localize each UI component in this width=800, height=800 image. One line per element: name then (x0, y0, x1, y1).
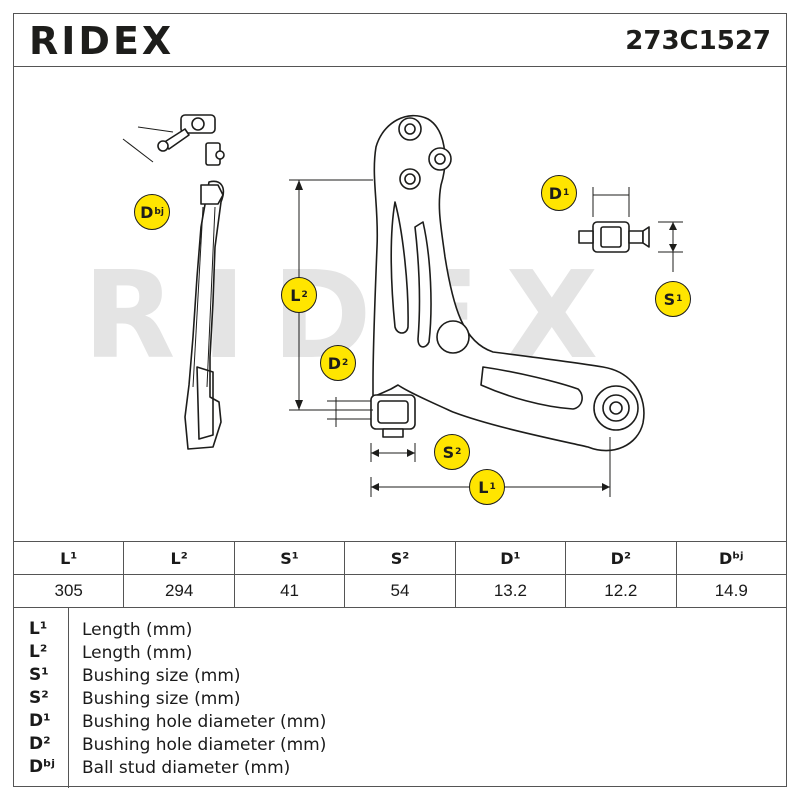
badge-d1-label: D (548, 183, 562, 203)
spec-sheet-frame (13, 13, 787, 787)
dimension-arrows (295, 180, 677, 491)
spec-value-l1: 305 (12, 574, 125, 608)
legend-item: D² Bushing hole diameter (mm) (13, 734, 773, 757)
bushing-detail (578, 221, 650, 253)
badge-l2-sup: 2 (301, 290, 308, 300)
badge-l2-label: L (290, 285, 301, 305)
legend: L¹ Length (mm) L² Length (mm) S¹ Bushing… (13, 607, 787, 788)
spec-header-s2: S² (344, 541, 456, 575)
spec-table: L¹ L² S¹ S² D¹ D² Dᵇʲ 305 294 41 54 13.2… (12, 541, 788, 608)
part-number: 273C1527 (625, 26, 771, 56)
ridex-logo: RIDEX (29, 19, 175, 63)
legend-item: Dᵇʲ Ball stud diameter (mm) (13, 757, 773, 780)
legend-item: S² Bushing size (mm) (13, 688, 773, 711)
legend-description: Bushing size (mm) (82, 689, 241, 709)
legend-description: Length (mm) (82, 620, 193, 640)
legend-symbol: S² (29, 688, 49, 708)
spec-header-d1: D¹ (454, 541, 567, 575)
spec-value-d1: 13.2 (454, 574, 567, 608)
badge-d2-label: D (327, 353, 341, 373)
legend-description: Ball stud diameter (mm) (82, 758, 291, 778)
spec-header-l2: L² (123, 541, 235, 575)
legend-symbol: S¹ (29, 665, 49, 685)
spec-value-d2: 12.2 (565, 574, 677, 608)
spec-value-s1: 41 (233, 574, 346, 608)
badge-d2-sup: 2 (342, 358, 349, 368)
technical-drawing: RIDEX (13, 67, 787, 541)
legend-item: D¹ Bushing hole diameter (mm) (13, 711, 773, 734)
legend-item: L² Length (mm) (13, 642, 773, 665)
spec-value-row: 305 294 41 54 13.2 12.2 14.9 (12, 574, 788, 608)
badge-dbj-sup: bj (154, 207, 164, 217)
legend-item: S¹ Bushing size (mm) (13, 665, 773, 688)
legend-description: Bushing size (mm) (82, 666, 241, 686)
spec-value-l2: 294 (123, 574, 235, 608)
legend-symbol: Dᵇʲ (29, 757, 55, 777)
badge-s2-sup: 2 (455, 447, 462, 457)
legend-symbol: D² (29, 734, 51, 754)
badge-l1-label: L (478, 477, 489, 497)
spec-header-d2: D² (565, 541, 677, 575)
spec-header-l1: L¹ (12, 541, 125, 575)
arm-side-view (157, 114, 225, 450)
legend-symbol: L² (29, 642, 48, 662)
spec-header-s1: S¹ (233, 541, 346, 575)
badge-dbj-label: D (140, 202, 154, 222)
legend-description: Bushing hole diameter (mm) (82, 712, 327, 732)
badge-s1-sup: 1 (676, 294, 683, 304)
legend-item: L¹ Length (mm) (13, 619, 773, 642)
legend-description: Length (mm) (82, 643, 193, 663)
badge-d1-sup: 1 (563, 188, 570, 198)
spec-header-row: L¹ L² S¹ S² D¹ D² Dᵇʲ (12, 541, 788, 575)
legend-symbol: L¹ (29, 619, 48, 639)
legend-description: Bushing hole diameter (mm) (82, 735, 327, 755)
badge-s2-label: S (442, 442, 455, 462)
legend-divider (68, 608, 69, 788)
badge-s1-label: S (663, 289, 676, 309)
badge-l1-sup: 1 (489, 482, 496, 492)
spec-header-dbj: Dᵇʲ (675, 541, 788, 575)
control-arm-drawing (122, 114, 683, 497)
spec-value-dbj: 14.9 (675, 574, 788, 608)
spec-value-s2: 54 (344, 574, 456, 608)
header: RIDEX 273C1527 (13, 13, 787, 67)
legend-symbol: D¹ (29, 711, 51, 731)
arm-front-view (370, 114, 645, 452)
